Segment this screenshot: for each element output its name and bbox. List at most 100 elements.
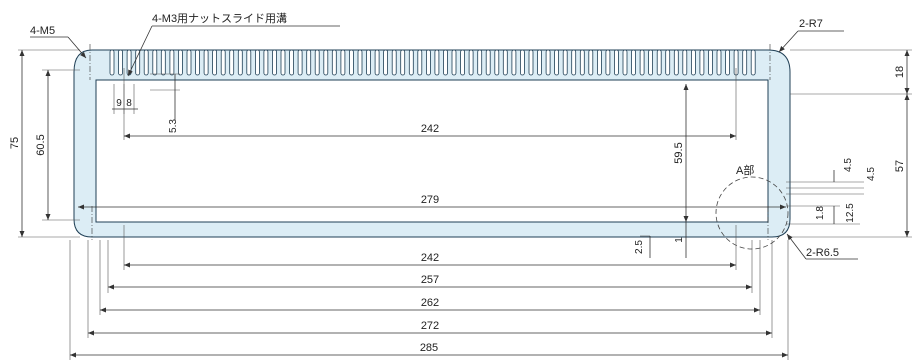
fin-gap: [118, 49, 123, 76]
fin-gap: [605, 49, 611, 76]
dim-4-5-a: 4.5: [843, 158, 854, 172]
fin-gap: [511, 49, 517, 76]
fin-gap: [177, 49, 183, 76]
fin-gap: [212, 49, 218, 76]
dim-59-5: 59.5: [673, 142, 685, 163]
fin-gap: [391, 49, 397, 76]
fin-gap: [254, 49, 260, 76]
fin-gap: [562, 49, 568, 76]
fin-gap: [597, 49, 602, 76]
fin-gap: [195, 49, 200, 76]
left-dimensions: 75 60.5: [9, 49, 80, 238]
fin-gap: [485, 49, 491, 76]
callout-2-r6-5: 2-R6.5: [806, 247, 839, 259]
fin-gap: [656, 49, 662, 76]
fin-gap: [648, 49, 653, 76]
fin-gap: [477, 49, 483, 76]
fin-gap: [494, 49, 500, 76]
fin-gap: [614, 49, 619, 76]
dim-262: 262: [421, 297, 439, 309]
callout-2-r7: 2-R7: [799, 18, 823, 30]
fin-gap: [143, 49, 149, 76]
center-lines: [89, 44, 771, 240]
fin-gap: [434, 49, 440, 76]
fin-gap: [468, 49, 474, 76]
fin-gap: [425, 49, 431, 76]
fin-gap: [716, 49, 722, 76]
fin-gap: [160, 49, 166, 76]
fin-gap: [186, 49, 192, 76]
fin-gap: [289, 49, 295, 76]
callout-4-m3-slot: 4-M3用ナットスライド用溝: [152, 12, 287, 25]
fin-gap: [631, 49, 636, 76]
dim-1: 1: [674, 237, 685, 243]
fin-gap: [554, 49, 559, 76]
fin-gap: [443, 49, 448, 76]
dim-57: 57: [894, 160, 906, 172]
fin-gap: [742, 49, 748, 76]
internal-dimensions: 279 242 9 8 5.3: [78, 68, 786, 210]
heatsink-fins: [109, 49, 756, 76]
fin-gap: [169, 49, 175, 76]
fin-gap: [314, 49, 320, 76]
fin-gap: [673, 49, 679, 76]
callouts: 4-M5 4-M3用ナットスライド用溝 2-R7 2-R6.5 A部: [30, 12, 858, 260]
fin-gap: [699, 49, 705, 76]
fin-gap: [246, 49, 252, 76]
dim-1-8: 1.8: [815, 206, 826, 220]
dim-8: 8: [126, 98, 132, 109]
fin-gap: [571, 49, 577, 76]
dim-257: 257: [421, 274, 439, 286]
fin-gap: [306, 49, 312, 76]
fin-gap: [272, 49, 277, 76]
fin-gap: [366, 49, 371, 76]
dim-272: 272: [421, 320, 439, 332]
fin-gap: [417, 49, 423, 76]
fin-gap: [750, 49, 756, 76]
dim-9: 9: [116, 98, 122, 109]
fin-gap: [323, 49, 329, 76]
fin-gap: [588, 49, 594, 76]
fin-gap: [400, 49, 406, 76]
fin-gap: [280, 49, 286, 76]
dim-75: 75: [9, 137, 21, 149]
dim-285: 285: [420, 342, 438, 354]
fin-gap: [691, 49, 696, 76]
fin-gap: [451, 49, 457, 76]
fin-gap: [520, 49, 525, 76]
fin-gap: [545, 49, 551, 76]
callout-4-m5: 4-M5: [30, 25, 55, 37]
callout-detail-a: A部: [736, 163, 754, 177]
fin-gap: [579, 49, 585, 76]
fin-gap: [502, 49, 508, 76]
fin-gap: [383, 49, 389, 76]
fin-gap: [460, 49, 466, 76]
dim-242-bottom: 242: [421, 252, 439, 264]
fin-gap: [528, 49, 534, 76]
fin-gap: [348, 49, 354, 76]
fin-gap: [152, 49, 158, 76]
fin-gap: [408, 49, 414, 76]
dim-279: 279: [421, 194, 439, 206]
fin-gap: [374, 49, 380, 76]
fin-gap: [229, 49, 235, 76]
dim-5-3: 5.3: [168, 119, 179, 133]
fin-gap: [665, 49, 671, 76]
dim-4-5-b: 4.5: [866, 167, 877, 181]
fin-gap: [682, 49, 688, 76]
dim-60-5: 60.5: [35, 134, 47, 155]
fin-gap: [203, 49, 209, 76]
fin-gap: [331, 49, 337, 76]
dim-12-5: 12.5: [845, 203, 856, 223]
fin-gap: [297, 49, 303, 76]
profile-body: [73, 49, 791, 238]
fin-gap: [220, 49, 226, 76]
fin-gap: [109, 49, 115, 76]
dim-242-top: 242: [421, 123, 439, 135]
fin-gap: [622, 49, 628, 76]
fin-gap: [357, 49, 363, 76]
fin-gap: [708, 49, 713, 76]
fin-gap: [237, 49, 243, 76]
fin-gap: [263, 49, 269, 76]
